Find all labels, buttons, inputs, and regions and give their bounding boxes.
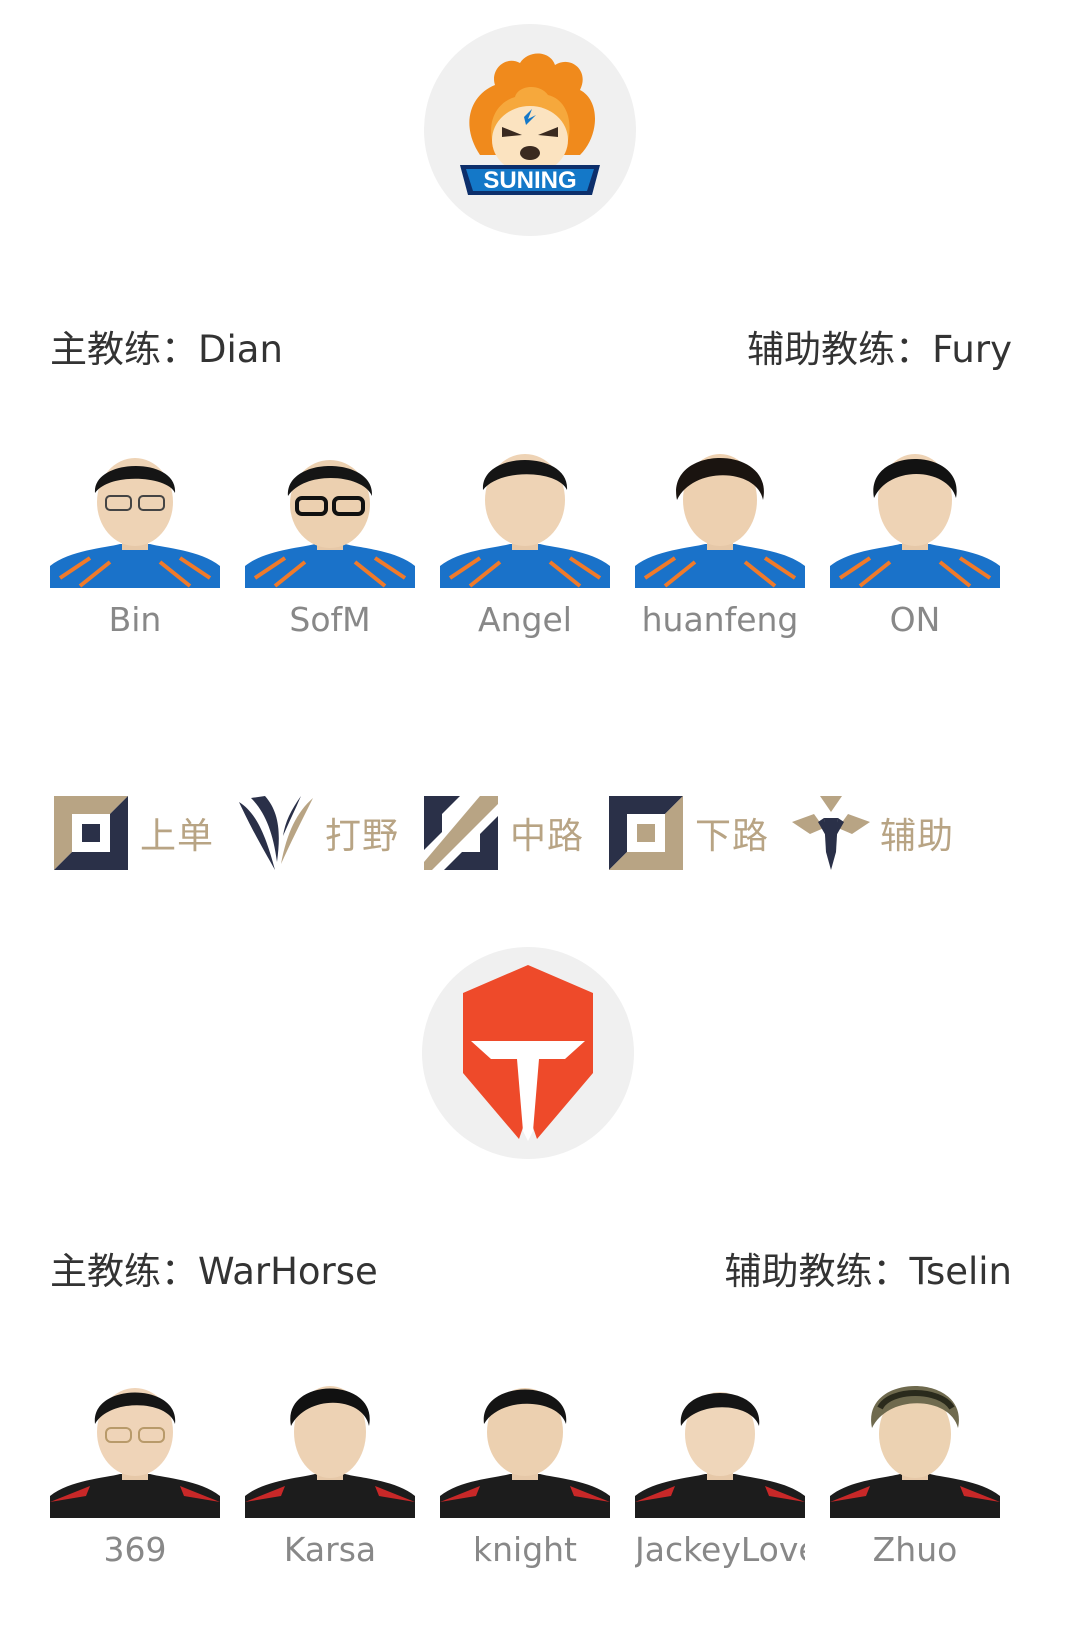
player-card[interactable]: ON [830, 438, 1000, 642]
bot-lane-icon [609, 796, 683, 870]
player-name: Angel [478, 600, 572, 639]
player-portrait [635, 454, 805, 588]
team-roster: Bin SofM Angel huanfe [50, 438, 1000, 639]
player-name: Bin [108, 600, 162, 639]
role-label: 上单 [140, 816, 215, 857]
top-lane-icon [54, 796, 128, 870]
player-card[interactable]: Angel [440, 438, 610, 642]
player-name: knight [473, 1530, 577, 1569]
tes-shield-icon [463, 965, 593, 1141]
player-portrait [245, 1386, 415, 1518]
player-name: ON [889, 600, 941, 639]
player-name: JackeyLove [635, 1530, 805, 1569]
role-top: 上单 [50, 788, 220, 878]
role-label: 辅助 [880, 816, 955, 857]
mid-lane-icon [424, 796, 498, 870]
player-card[interactable]: huanfeng [635, 438, 805, 642]
player-portrait [440, 454, 610, 588]
tes-team-logo [422, 947, 634, 1159]
player-portrait [830, 454, 1000, 588]
head-coach-label: 主教练：Dian [50, 328, 283, 371]
support-icon [792, 796, 870, 870]
player-card[interactable]: JackeyLove [635, 1368, 805, 1572]
player-name: 369 [103, 1530, 167, 1569]
player-name: Zhuo [872, 1530, 958, 1569]
head-coach-label: 主教练：WarHorse [50, 1250, 378, 1293]
player-portrait [50, 1388, 220, 1518]
player-name: huanfeng [641, 600, 799, 639]
role-jungle: 打野 [235, 788, 405, 878]
suning-team-logo: SUNING [424, 24, 636, 236]
player-portrait [50, 458, 220, 588]
jungle-icon [239, 796, 313, 870]
assistant-coach-label: 辅助教练：Fury [747, 328, 1012, 371]
role-support: 辅助 [790, 788, 960, 878]
player-card[interactable]: SofM [245, 438, 415, 642]
player-card[interactable]: 369 [50, 1368, 220, 1572]
suning-lion-icon: SUNING [460, 53, 600, 195]
player-card[interactable]: Zhuo [830, 1368, 1000, 1572]
suning-logo-text: SUNING [483, 167, 576, 194]
role-mid: 中路 [420, 788, 590, 878]
role-label: 打野 [325, 816, 400, 857]
player-name: SofM [289, 600, 371, 639]
assistant-coach-label: 辅助教练：Tselin [724, 1250, 1012, 1293]
player-portrait [245, 460, 415, 588]
player-portrait [440, 1388, 610, 1518]
player-card[interactable]: knight [440, 1368, 610, 1572]
role-label: 中路 [510, 816, 585, 857]
role-label: 下路 [695, 816, 770, 857]
player-portrait [635, 1392, 805, 1518]
player-portrait [830, 1386, 1000, 1518]
player-card[interactable]: Karsa [245, 1368, 415, 1572]
player-name: Karsa [283, 1530, 377, 1569]
role-legend: 上单 打野 中路 下路 辅助 [50, 788, 1000, 878]
team-roster: 369 Karsa knight JackeyLove [50, 1368, 1000, 1569]
player-card[interactable]: Bin [50, 438, 220, 642]
role-bot: 下路 [605, 788, 775, 878]
